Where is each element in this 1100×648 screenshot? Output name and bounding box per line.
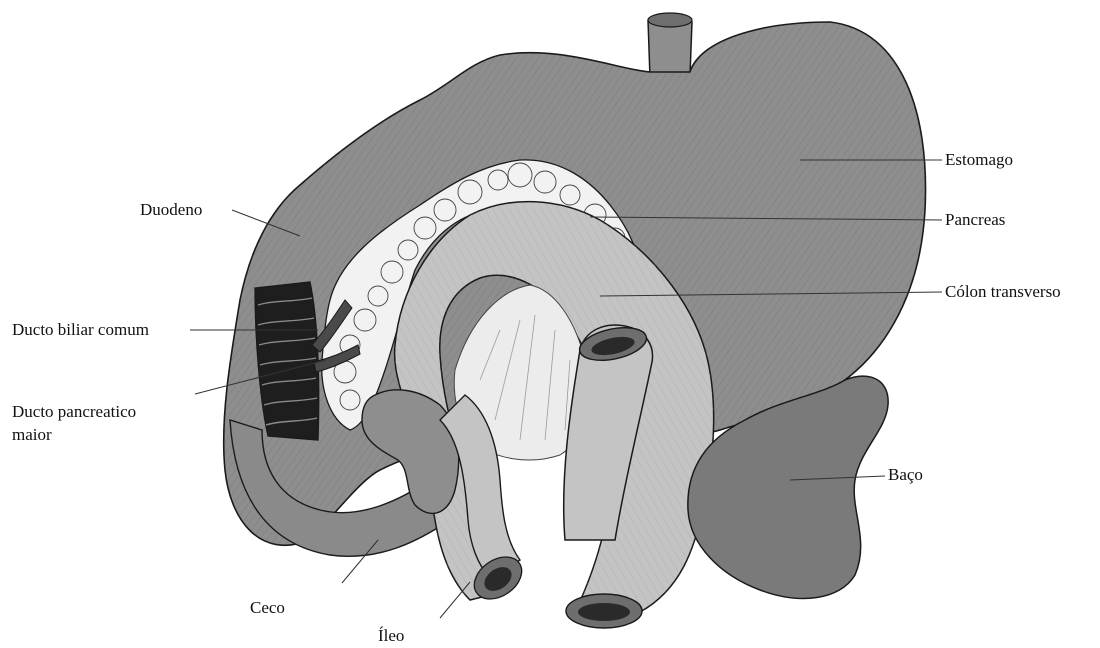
label-ducto-pancreatico-maior: Ducto pancreatico maior	[12, 400, 136, 446]
label-pancreas: Pancreas	[945, 210, 1005, 230]
label-ducto-pancreatico-line2: maior	[12, 423, 136, 446]
label-ileo: Íleo	[378, 626, 404, 646]
leader-ileo	[440, 582, 470, 618]
label-duodeno: Duodeno	[140, 200, 202, 220]
label-ceco: Ceco	[250, 598, 285, 618]
label-ducto-pancreatico-line1: Ducto pancreatico	[12, 400, 136, 423]
label-baco: Baço	[888, 465, 923, 485]
colon-lower-lumen	[578, 603, 630, 621]
label-colon-transverso: Cólon transverso	[945, 282, 1061, 302]
esophagus-opening	[648, 13, 692, 27]
label-estomago: Estomago	[945, 150, 1013, 170]
label-ducto-biliar-comum: Ducto biliar comum	[12, 320, 149, 340]
